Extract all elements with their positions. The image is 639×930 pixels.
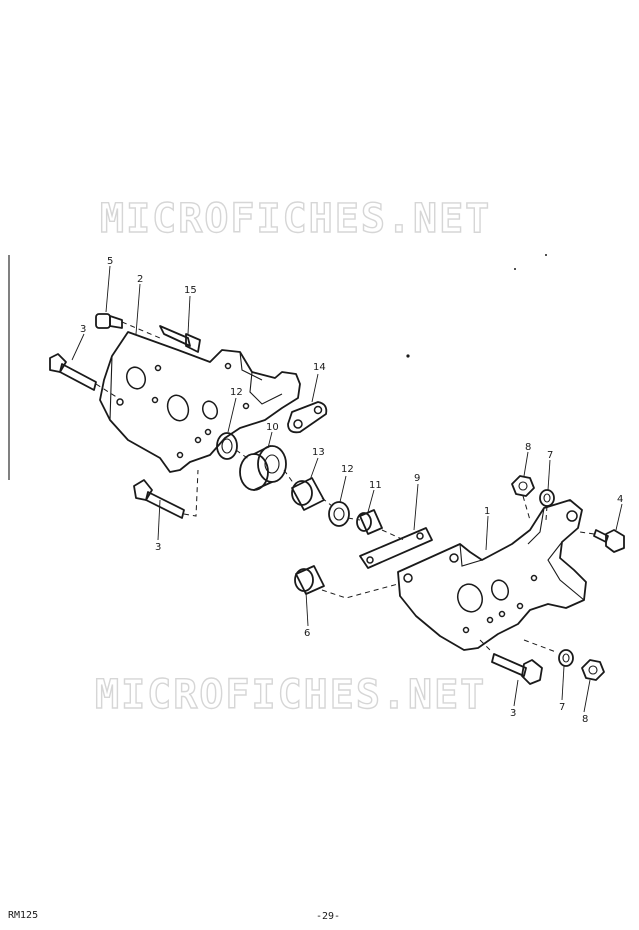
callout-3-left: 3 — [80, 324, 86, 335]
assembly-lines — [95, 321, 595, 653]
callout-8-lower: 8 — [582, 714, 588, 725]
rubber-bushing — [239, 445, 287, 491]
watermark-top: MICROFICHES.NET — [100, 196, 491, 242]
watermark-bottom: MICROFICHES.NET — [95, 672, 486, 718]
left-bracket-plate — [99, 331, 301, 473]
long-bolt-lower — [133, 479, 185, 519]
long-bolt-right — [491, 653, 543, 685]
callout-3-right: 3 — [510, 708, 516, 719]
small-collar — [294, 565, 325, 595]
callout-9: 9 — [414, 473, 420, 484]
callout-10: 10 — [266, 422, 279, 433]
callout-15: 15 — [184, 285, 197, 296]
callout-3-lower: 3 — [155, 542, 161, 553]
callout-4: 4 — [617, 494, 623, 505]
page-number: -29- — [316, 911, 340, 922]
callout-12-upper: 12 — [230, 387, 243, 398]
speck — [514, 268, 516, 270]
speck — [406, 354, 410, 358]
right-bracket — [397, 499, 587, 651]
callout-2: 2 — [137, 274, 143, 285]
callout-7-lower: 7 — [559, 702, 565, 713]
leader-lines — [71, 265, 623, 713]
callout-7-upper: 7 — [547, 450, 553, 461]
nut-lower — [581, 659, 605, 681]
model-code: RM125 — [8, 910, 38, 921]
lock-washer-upper — [539, 489, 555, 507]
spacer-plate — [359, 527, 433, 569]
callout-13: 13 — [312, 447, 325, 458]
long-bolt-left — [49, 353, 97, 391]
callout-12-lower: 12 — [341, 464, 354, 475]
washer-upper — [216, 432, 238, 460]
bolt-right — [593, 529, 625, 553]
short-bolt — [95, 313, 123, 329]
callout-6: 6 — [304, 628, 310, 639]
callout-1: 1 — [484, 506, 490, 517]
nut-upper — [511, 475, 535, 497]
lock-washer-lower — [558, 649, 574, 667]
callout-11: 11 — [369, 480, 382, 491]
callout-8-upper: 8 — [525, 442, 531, 453]
speck — [545, 254, 547, 256]
spacer — [356, 509, 383, 535]
pin — [159, 325, 201, 353]
callout-14: 14 — [313, 362, 326, 373]
collar — [291, 477, 325, 511]
washer-lower — [328, 501, 350, 527]
callout-5: 5 — [107, 256, 113, 267]
link-plate — [287, 401, 328, 434]
callout-numbers: 5 2 15 3 14 12 10 13 12 11 9 1 8 7 4 3 6… — [80, 256, 623, 725]
